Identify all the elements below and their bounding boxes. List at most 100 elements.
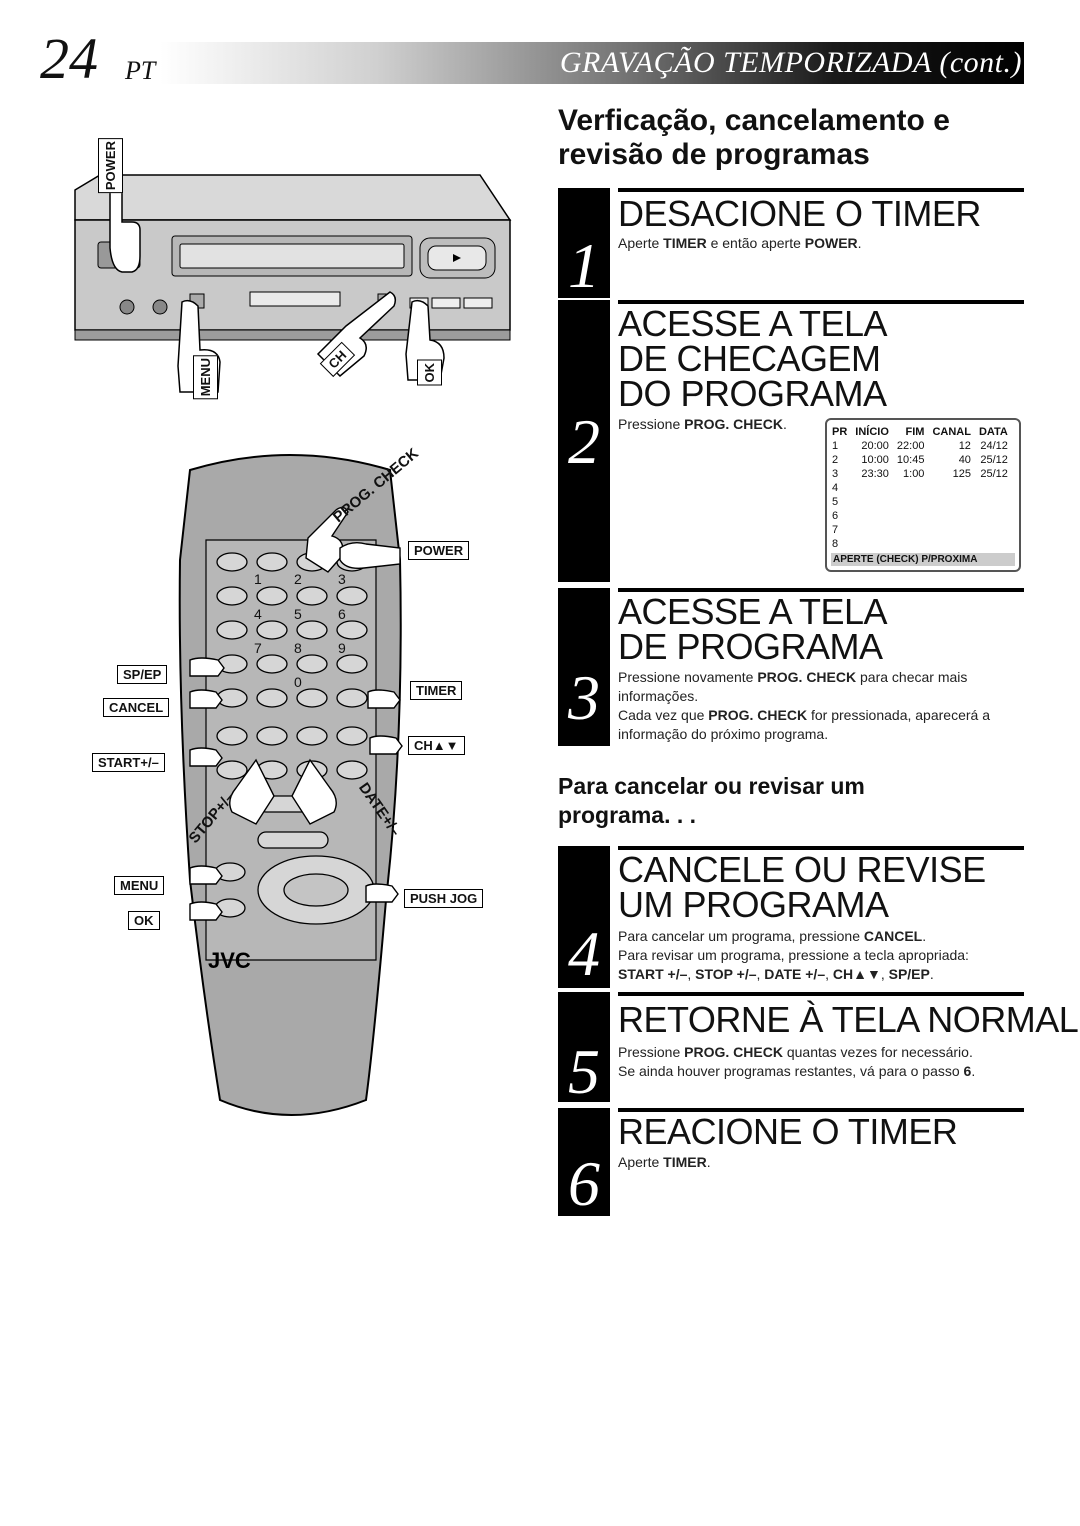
step-5-text: Pressione PROG. CHECK quantas vezes for …: [618, 1044, 976, 1079]
program-table-header: INÍCIO: [855, 426, 889, 438]
step-1-text: Aperte TIMER e então aperte POWER.: [618, 235, 862, 251]
program-table-cell: [893, 523, 929, 537]
step-1-title: DESACIONE O TIMER: [618, 193, 981, 234]
remote-ok-label: OK: [128, 911, 160, 930]
key-8: 8: [294, 640, 302, 656]
program-table-cell: [851, 537, 893, 551]
program-table-cell: [928, 537, 975, 551]
program-table-header: PR: [832, 426, 848, 438]
program-table-cell: [893, 495, 929, 509]
program-table-cell: 4: [832, 482, 839, 494]
program-table-cell: 20:00: [861, 440, 889, 452]
key-5: 5: [294, 606, 302, 622]
program-table-cell: [975, 481, 1012, 495]
page-number: 24: [40, 26, 98, 91]
program-table-cell: 2: [832, 454, 839, 466]
program-table-row: 5: [831, 495, 1012, 509]
program-table-cell: [893, 537, 929, 551]
program-table-cell: 5: [832, 496, 839, 508]
program-table-cell: [975, 537, 1012, 551]
remote-timer-label: TIMER: [410, 681, 463, 700]
program-table-row: 3 23:30 1:00 125 25/12: [831, 467, 1012, 481]
vcr-menu-label: MENU: [193, 355, 218, 400]
step-4-bar: 4: [558, 846, 610, 988]
step-3-bar: 3: [558, 588, 610, 746]
step-6-rule: [618, 1108, 1024, 1112]
vcr-power-label: POWER: [98, 138, 123, 194]
section-title: Verficação, cancelamento e revisão de pr…: [558, 104, 950, 171]
key-6: 6: [338, 606, 346, 622]
program-table-cell: [928, 509, 975, 523]
program-table-cell: 10:00: [861, 454, 889, 466]
step-2-rule: [618, 300, 1024, 304]
step-6-text: Aperte TIMER.: [618, 1154, 711, 1170]
header-bar: [160, 42, 1024, 84]
program-table-cell: 23:30: [861, 468, 889, 480]
step-5-bar: 5: [558, 992, 610, 1107]
program-table-cell: [893, 509, 929, 523]
remote-sp-ep-label: SP/EP: [117, 665, 168, 684]
step-2-bar: 2: [558, 300, 610, 582]
program-table-cell: 8: [832, 538, 839, 550]
program-table-cell: [851, 481, 893, 495]
step-2-number: 2: [568, 406, 600, 477]
step-5-number: 5: [568, 1036, 600, 1107]
step-3-number: 3: [568, 662, 600, 733]
step-4-number: 4: [568, 918, 600, 989]
step-5-rule: [618, 992, 1024, 996]
step-4-text: Para cancelar um programa, pressione CAN…: [618, 928, 969, 982]
program-table-cell: [975, 523, 1012, 537]
key-0: 0: [294, 674, 302, 690]
remote-illustration: JVC: [178, 454, 403, 1116]
step-6-number: 6: [568, 1148, 600, 1219]
program-table-cell: [851, 523, 893, 537]
program-table-cell: [893, 481, 929, 495]
key-2: 2: [294, 571, 302, 587]
program-table-cell: [851, 495, 893, 509]
vcr-illustration: [74, 174, 512, 393]
program-table-cell: 25/12: [980, 468, 1008, 480]
program-table-cell: [928, 495, 975, 509]
program-table-cell: 3: [832, 468, 839, 480]
program-table-cell: 7: [832, 524, 839, 536]
step-3-text: Pressione novamente PROG. CHECK para che…: [618, 669, 990, 742]
step-2-text: Pressione PROG. CHECK.: [618, 416, 787, 432]
program-table-cell: 1:00: [903, 468, 925, 480]
key-3: 3: [338, 571, 346, 587]
program-table-row: 8: [831, 537, 1012, 551]
remote-menu-label: MENU: [114, 876, 165, 895]
program-screen-footer: APERTE (CHECK) P/PROXIMA: [831, 553, 1015, 566]
program-table-cell: 40: [958, 454, 971, 466]
program-table-header: FIM: [905, 426, 925, 438]
program-table-cell: 12: [958, 440, 971, 452]
program-table-header: DATA: [978, 426, 1008, 438]
subheading: Para cancelar ou revisar um programa. . …: [558, 773, 865, 828]
remote-cancel-label: CANCEL: [103, 698, 170, 717]
step-1-number: 1: [568, 230, 600, 301]
remote-push-jog-label: PUSH JOG: [404, 889, 484, 908]
remote-power-label: POWER: [408, 541, 470, 560]
program-table-row: 4: [831, 481, 1012, 495]
step-4-title: CANCELE OU REVISE UM PROGRAMA: [618, 849, 986, 925]
vcr-ok-label: OK: [417, 360, 442, 386]
page-title: GRAVAÇÃO TEMPORIZADA (cont.): [559, 46, 1022, 79]
program-table-cell: 1: [832, 440, 839, 452]
program-table-cell: [928, 481, 975, 495]
program-table-cell: [975, 495, 1012, 509]
program-table-cell: 24/12: [980, 440, 1008, 452]
remote-ch-label: CH▲▼: [408, 736, 465, 755]
step-6-bar: 6: [558, 1108, 610, 1216]
step-1-rule: [618, 188, 1024, 192]
program-table-cell: 125: [952, 468, 971, 480]
key-4: 4: [254, 606, 262, 622]
svg-text:JVC: JVC: [208, 948, 251, 973]
step-5-title: RETORNE À TELA NORMAL: [618, 999, 1079, 1040]
program-table-cell: 25/12: [980, 454, 1008, 466]
program-table-cell: 10:45: [896, 454, 925, 466]
key-1: 1: [254, 571, 262, 587]
page-language: PT: [125, 56, 156, 85]
remote-start-label: START+/–: [92, 753, 165, 772]
